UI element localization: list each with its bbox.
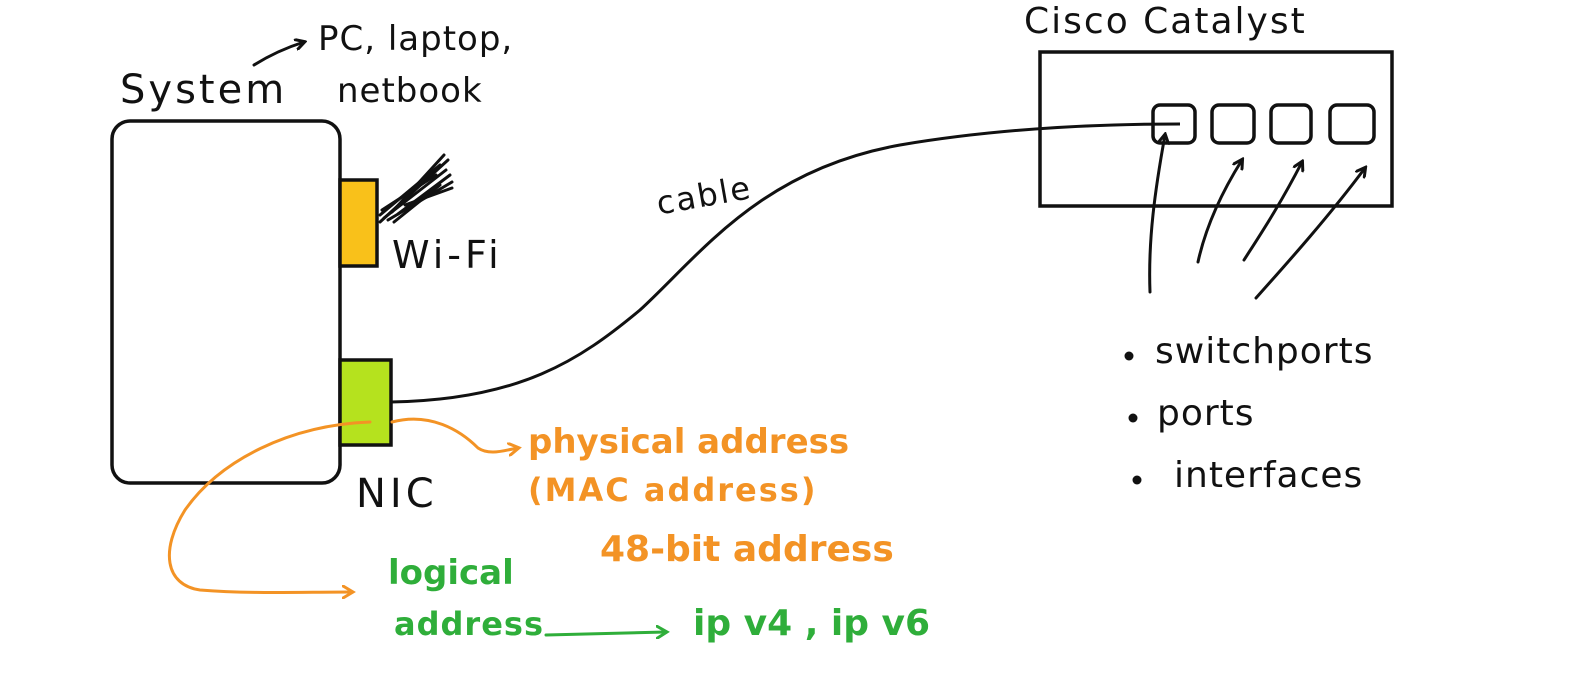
switch-box bbox=[1038, 50, 1394, 208]
antenna-icon bbox=[378, 153, 454, 224]
ip-versions-arrow bbox=[544, 632, 666, 635]
logical-address-label-line2: address bbox=[394, 605, 544, 643]
switch-label: Cisco Catalyst bbox=[1024, 1, 1307, 42]
switch-port-4 bbox=[1328, 103, 1376, 145]
switch-port-3 bbox=[1269, 103, 1313, 145]
switch-terms-bullets bbox=[1124, 351, 1142, 485]
ip-versions-label: ip v4 , ip v6 bbox=[693, 603, 931, 644]
bullet bbox=[1132, 475, 1142, 485]
bullet bbox=[1128, 413, 1138, 423]
switch-port-1 bbox=[1151, 103, 1197, 145]
nic-adapter bbox=[338, 358, 393, 447]
device-types-label-line1: PC, laptop, bbox=[318, 19, 514, 59]
system-label: System bbox=[120, 67, 288, 113]
port-arrow-1 bbox=[1148, 135, 1165, 294]
port-arrow-4 bbox=[1254, 168, 1365, 300]
wifi-adapter bbox=[338, 178, 379, 268]
physical-address-label-line2: (MAC address) bbox=[528, 471, 818, 509]
switch-port-2 bbox=[1210, 103, 1256, 145]
switch-term-switchports: switchports bbox=[1155, 331, 1374, 372]
nic-label: NIC bbox=[356, 471, 438, 517]
physical-address-label-line1: physical address bbox=[528, 422, 850, 462]
device-types-arrow bbox=[252, 42, 304, 67]
device-types-label-line2: netbook bbox=[337, 71, 483, 111]
bullet bbox=[1124, 351, 1134, 361]
switch-ports bbox=[1151, 103, 1376, 145]
switch-term-interfaces: interfaces bbox=[1174, 455, 1364, 496]
switch-term-ports: ports bbox=[1157, 393, 1255, 434]
port-arrow-2 bbox=[1196, 160, 1242, 264]
physical-address-arrow bbox=[390, 417, 518, 452]
port-arrow-3 bbox=[1242, 162, 1302, 262]
logical-address-arrow bbox=[168, 420, 372, 593]
port-pointer-arrows bbox=[1148, 135, 1365, 300]
logical-address-label-line1: logical bbox=[388, 553, 514, 593]
wifi-label: Wi-Fi bbox=[392, 233, 503, 277]
bit-length-label: 48-bit address bbox=[600, 529, 894, 570]
system-box bbox=[110, 119, 342, 485]
cable bbox=[390, 122, 1181, 404]
